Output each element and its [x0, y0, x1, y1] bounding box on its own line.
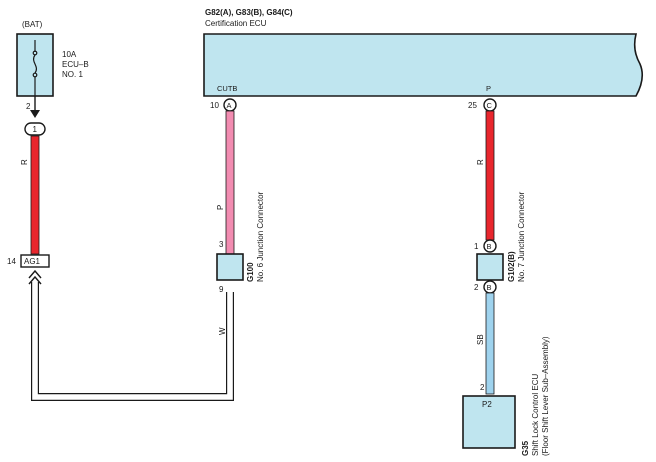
ag1-pin: 14	[7, 257, 16, 266]
g35-box	[462, 395, 516, 449]
g100-connector	[216, 253, 244, 281]
fuse-icon	[32, 40, 38, 96]
ag1-connector	[20, 254, 50, 268]
g35-name: Shift Lock Control ECU	[531, 374, 540, 456]
g100-code: G100	[246, 262, 255, 282]
g100-name: No. 6 Junction Connector	[256, 191, 265, 282]
g35-subname: (Floor Shift Lever Sub–Assembly)	[541, 336, 550, 456]
fuse-source: (BAT)	[22, 20, 43, 29]
wire-sky-blue	[485, 292, 495, 395]
certification-ecu-box	[203, 33, 644, 97]
g102-out-letter: B	[487, 283, 492, 292]
wire-color-red-p: R	[476, 159, 485, 165]
g35-terminal: P2	[482, 400, 492, 409]
fuse-connector-oval	[24, 122, 46, 136]
cutb-pin: 10	[210, 101, 219, 110]
g102-in-letter: B	[487, 242, 492, 251]
ecu-cutb-label: CUTB	[217, 84, 237, 93]
wire-white	[32, 282, 233, 400]
ecu-name: Certification ECU	[205, 19, 267, 28]
fuse-connector-label: 1	[33, 125, 38, 134]
g102-in-circle	[483, 239, 497, 253]
g102-name: No. 7 Junction Connector	[517, 191, 526, 282]
fuse-name: ECU–B	[62, 60, 89, 69]
g100-pin-out: 9	[219, 285, 224, 294]
p-pin: 25	[468, 101, 477, 110]
g100-pin-in: 3	[219, 240, 224, 249]
wire-color-sky-blue: SB	[476, 334, 485, 345]
wire-red-p	[485, 110, 495, 241]
g35-pin: 2	[480, 383, 485, 392]
g102-pin-in: 1	[474, 242, 479, 251]
fuse-number: NO. 1	[62, 70, 83, 79]
chevron-up-icon	[28, 269, 42, 285]
g35-code: G35	[521, 440, 530, 456]
cutb-connector-letter: A	[227, 101, 232, 110]
g102-pin-out: 2	[474, 283, 479, 292]
arrow-down-icon	[30, 110, 40, 118]
ecu-part-codes: G82(A), G83(B), G84(C)	[205, 8, 293, 17]
wire-color-white: W	[218, 327, 227, 335]
wire-color-pink: P	[216, 205, 225, 210]
wire-pink	[225, 110, 235, 255]
ecu-p-label: P	[486, 84, 491, 93]
g102-code: G102(B)	[507, 251, 516, 282]
wire-white-outline	[31, 282, 234, 401]
wire-color-fuse: R	[20, 159, 29, 165]
wire-red-fuse	[30, 135, 40, 255]
fuse-rating: 10A	[62, 50, 77, 59]
fuse-pin: 2	[26, 102, 31, 111]
ag1-label: AG1	[24, 257, 41, 266]
p-connector-letter: C	[487, 101, 493, 110]
g102-connector	[476, 253, 504, 281]
